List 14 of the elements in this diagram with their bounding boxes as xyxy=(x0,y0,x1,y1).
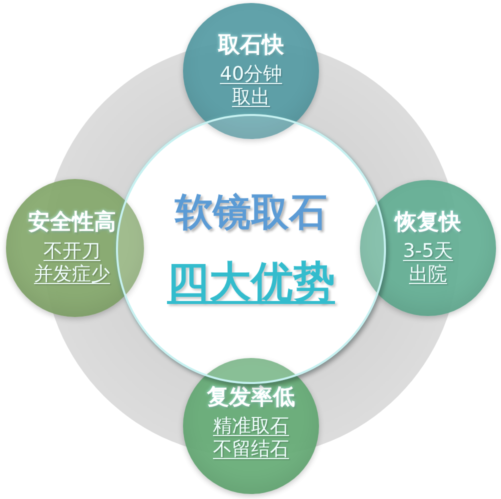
circle-text: 不留结石 xyxy=(213,438,289,462)
circle-text: 3-5天 xyxy=(402,240,454,264)
circle-text: 精准取石 xyxy=(213,415,289,438)
circle-text: 取出 xyxy=(232,86,270,110)
circle-heading: 恢复快 xyxy=(395,210,461,236)
circle-heading: 取石快 xyxy=(218,32,284,60)
hub-subtitle: 四大优势 xyxy=(167,258,335,306)
circle-text: 不开刀 xyxy=(44,240,100,264)
circle-text: 40分钟 xyxy=(220,63,282,86)
hub-title: 软镜取石 xyxy=(175,192,327,234)
circle-text: 并发症少 xyxy=(34,263,110,286)
circle-heading: 安全性高 xyxy=(28,210,116,236)
circle-heading: 复发率低 xyxy=(207,384,295,412)
circle-text: 出院 xyxy=(409,263,447,286)
